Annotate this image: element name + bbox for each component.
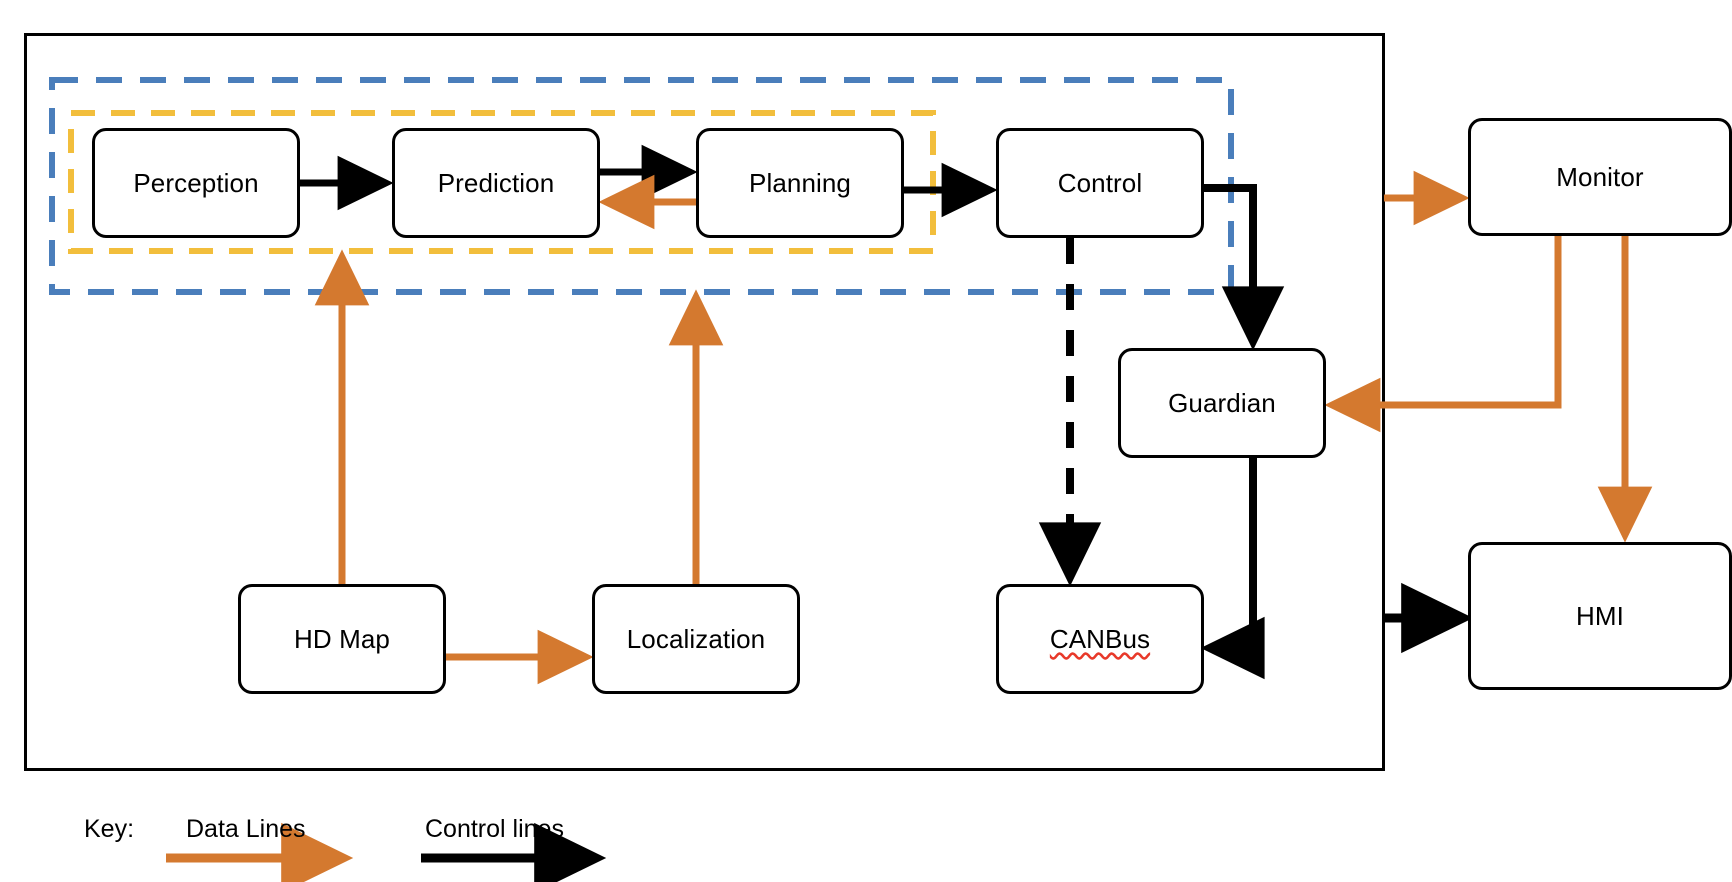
node-planning[interactable]: Planning xyxy=(696,128,904,238)
key-title: Key: xyxy=(84,815,135,843)
node-canbus[interactable]: CANBus xyxy=(996,584,1204,694)
node-prediction[interactable]: Prediction xyxy=(392,128,600,238)
node-hd-map-label: HD Map xyxy=(294,624,390,654)
node-guardian[interactable]: Guardian xyxy=(1118,348,1326,458)
node-control-label: Control xyxy=(1057,168,1143,198)
node-monitor-label: Monitor xyxy=(1556,162,1644,192)
node-perception-label: Perception xyxy=(133,168,259,198)
key-control-lines-label: Control lines xyxy=(425,815,564,843)
edge-control-to-guardian xyxy=(1204,184,1285,351)
node-monitor[interactable]: Monitor xyxy=(1468,118,1732,236)
node-planning-label: Planning xyxy=(749,168,851,198)
node-localization[interactable]: Localization xyxy=(592,584,800,694)
node-hmi[interactable]: HMI xyxy=(1468,542,1732,690)
node-localization-label: Localization xyxy=(626,624,766,654)
node-hmi-label: HMI xyxy=(1576,601,1624,631)
node-hd-map[interactable]: HD Map xyxy=(238,584,446,694)
key-data-lines-label: Data Lines xyxy=(186,815,306,843)
edge-guardian-to-canbus xyxy=(1200,458,1265,680)
edge-monitor-to-guardian xyxy=(1324,236,1562,433)
node-prediction-label: Prediction xyxy=(437,168,555,198)
node-control[interactable]: Control xyxy=(996,128,1204,238)
node-guardian-label: Guardian xyxy=(1168,388,1276,418)
node-canbus-label: CANBus xyxy=(1049,624,1151,654)
node-perception[interactable]: Perception xyxy=(92,128,300,238)
